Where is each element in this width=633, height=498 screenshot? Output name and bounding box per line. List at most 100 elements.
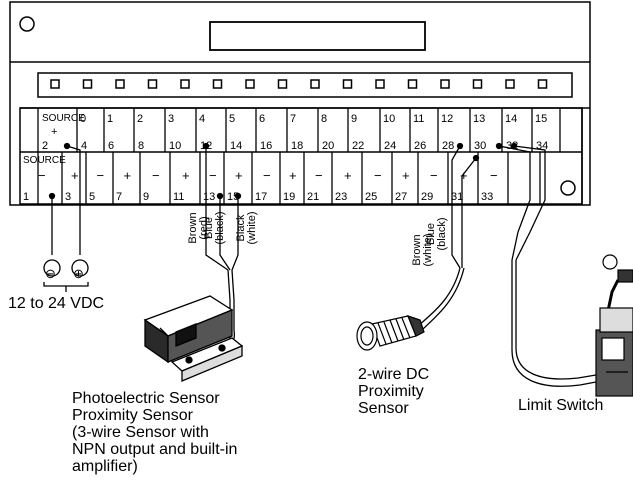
input-number: 13 [473, 113, 485, 125]
svg-text:(black): (black) [436, 217, 448, 250]
proximity-sensor-caption: 2-wire DC Proximity Sensor [358, 366, 430, 417]
mounting-hole-icon [560, 180, 576, 196]
plus-symbol: ⊕ [73, 266, 84, 281]
led-icon [245, 79, 255, 89]
upper-terminal-number: 20 [322, 140, 334, 152]
proximity-wiring [417, 142, 480, 331]
lower-terminal-sign: + [460, 168, 468, 183]
input-number: 12 [441, 113, 453, 125]
lower-terminal-sign: − [374, 168, 382, 183]
minus-symbol: ⊖ [45, 266, 56, 281]
upper-terminal-number: 22 [352, 140, 364, 152]
upper-terminal-number: 4 [81, 140, 87, 152]
plc-unit [9, 1, 591, 206]
lower-terminal-number: 25 [365, 191, 377, 203]
input-number: 0 [80, 113, 86, 125]
input-number: 14 [505, 113, 517, 125]
input-number: 15 [535, 113, 547, 125]
upper-terminal-number: 10 [169, 140, 181, 152]
upper-terminal-number: 16 [260, 140, 272, 152]
input-number: 2 [137, 113, 143, 125]
lower-terminal-number: 5 [89, 191, 95, 203]
upper-terminal-number: 24 [384, 140, 396, 152]
input-number: 6 [259, 113, 265, 125]
lower-terminal-number: 31 [451, 191, 463, 203]
led-icon [342, 79, 353, 89]
lower-terminal-sign: − [490, 168, 498, 183]
led-icon [407, 79, 418, 89]
lower-terminal-number: 17 [255, 191, 267, 203]
led-icon [310, 79, 320, 89]
lower-terminal-number: 9 [143, 191, 149, 203]
lower-terminal-sign: + [235, 168, 243, 183]
lower-terminal-sign: − [152, 168, 160, 183]
lower-terminal-number: 27 [395, 191, 407, 203]
led-icon [505, 79, 515, 89]
lower-terminal-number: 13 [203, 191, 215, 203]
upper-terminal-number: 14 [230, 140, 242, 152]
limit-switch-wiring [495, 142, 597, 387]
lower-terminal-number: 11 [173, 191, 184, 203]
lower-terminal-number: 1 [23, 191, 29, 203]
svg-text:(red): (red) [198, 216, 210, 239]
mounting-hole-icon [19, 16, 35, 32]
led-indicator-strip [37, 72, 573, 98]
led-icon [472, 79, 483, 89]
svg-text:(white): (white) [246, 211, 258, 244]
lower-terminal-sign: − [315, 168, 323, 183]
upper-terminal-number: 18 [291, 140, 303, 152]
led-icon [440, 79, 450, 89]
lower-terminal-number: 29 [421, 191, 433, 203]
wire-label-black: Black(white) [235, 211, 258, 244]
lower-terminal-sign: − [263, 168, 271, 183]
led-icon [115, 79, 125, 89]
svg-text:(black): (black) [214, 211, 226, 244]
input-number: 11 [413, 113, 424, 125]
lower-terminal-number: 23 [335, 191, 347, 203]
lower-terminal-number: 33 [481, 191, 493, 203]
lower-terminal-sign: − [97, 168, 105, 183]
lower-terminal-number: 7 [116, 191, 122, 203]
minus-terminal-icon [43, 259, 61, 277]
upper-terminal-number: 6 [108, 140, 114, 152]
lower-terminal-number: 21 [307, 191, 319, 203]
upper-terminal-number: 8 [138, 140, 144, 152]
svg-text:Brown: Brown [411, 234, 423, 265]
led-icon [82, 79, 93, 89]
lower-terminal-sign: − [38, 168, 46, 183]
upper-terminal-number: 26 [414, 140, 426, 152]
input-number: 5 [229, 113, 235, 125]
lower-terminal-sign: − [209, 168, 217, 183]
input-number: 8 [321, 113, 327, 125]
upper-terminal-number: 30 [474, 140, 486, 152]
wire-label-blue: Blue(black) [203, 211, 226, 244]
lower-terminal-number: 3 [65, 191, 71, 203]
lower-terminal-sign: + [289, 168, 297, 183]
upper-terminal-number: 28 [442, 140, 454, 152]
upper-source-sign: + [51, 126, 57, 138]
led-icon [212, 79, 223, 89]
diagram-labels: ⊖ ⊕ [45, 266, 84, 281]
led-icon [375, 79, 385, 89]
svg-text:Black: Black [235, 214, 247, 241]
plus-terminal-icon [71, 259, 89, 277]
proximity-sensor-icon [356, 315, 425, 351]
limit-switch-icon [595, 254, 633, 397]
input-number: 10 [383, 113, 395, 125]
lower-source-label: SOURCE [23, 155, 66, 166]
input-number: 1 [107, 113, 113, 125]
led-icon [180, 79, 190, 89]
power-voltage-label: 12 to 24 VDC [8, 295, 105, 312]
svg-text:(white): (white) [422, 233, 434, 266]
lower-terminal-sign: + [124, 168, 132, 183]
lower-terminal-sign: − [430, 168, 438, 183]
photoelectric-sensor-caption: Photoelectric Sensor Proximity Sensor (3… [72, 390, 238, 475]
input-number: 4 [199, 113, 205, 125]
wire-label-blue: Blue(black) [425, 217, 448, 250]
led-icon [537, 79, 548, 89]
lower-terminal-number: 19 [283, 191, 295, 203]
led-icon [147, 79, 158, 89]
led-icon [277, 79, 288, 89]
wire-label-brown: Brown(red) [187, 212, 210, 243]
